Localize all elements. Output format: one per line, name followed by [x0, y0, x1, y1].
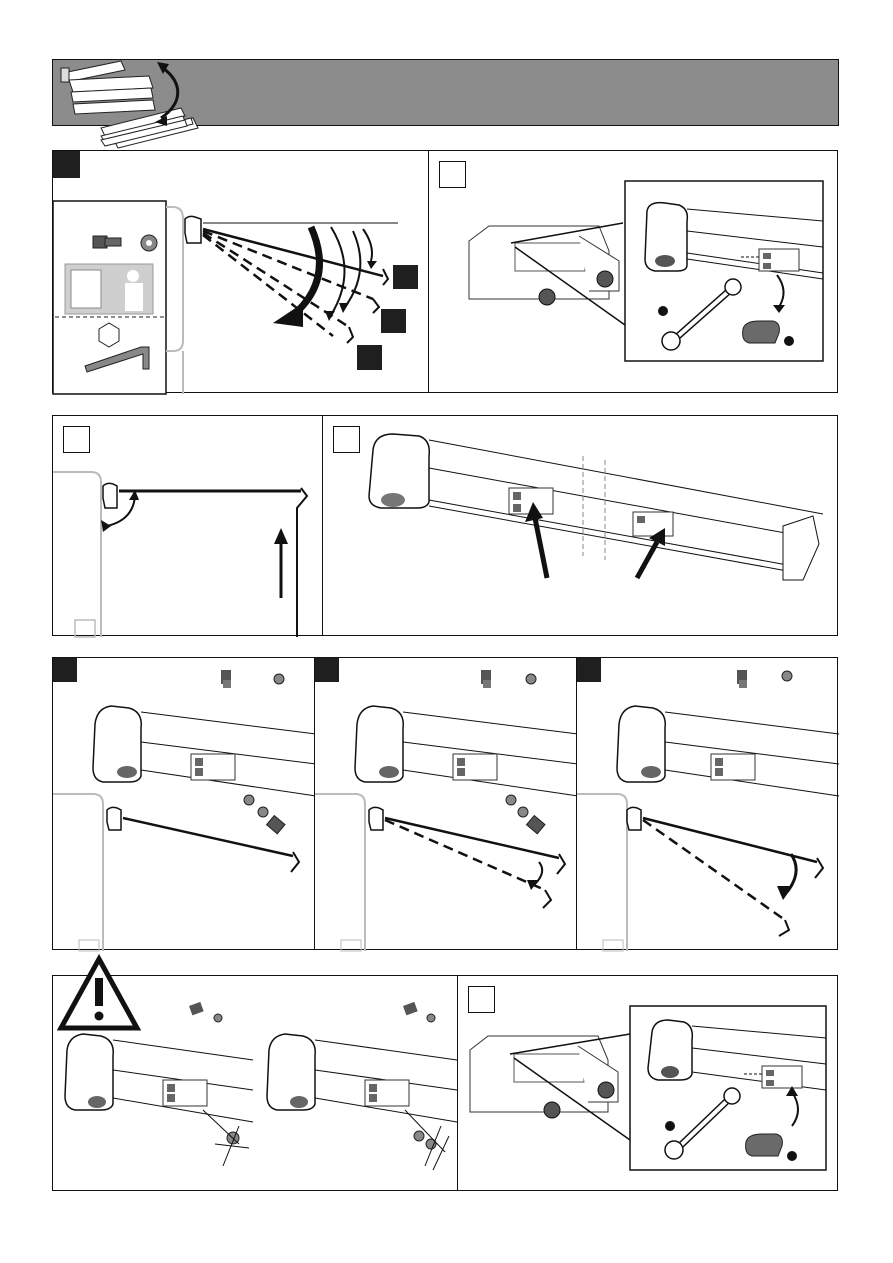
panel-1 — [52, 150, 429, 393]
header-bar — [52, 59, 839, 126]
panel-3 — [52, 415, 323, 636]
bolt-lowest-icon — [577, 658, 839, 951]
awning-tilt-icon — [53, 58, 193, 128]
bolt-lower-icon — [315, 658, 578, 951]
panel-5 — [52, 657, 315, 950]
panel-8 — [52, 975, 458, 1191]
panel-7 — [576, 657, 838, 950]
bolt-level-icon — [53, 658, 316, 951]
vehicle-awning-wrench-icon — [429, 151, 839, 394]
panel-2 — [428, 150, 838, 393]
panel-9 — [457, 975, 838, 1191]
bracket-push-icon — [323, 416, 839, 637]
lift-arm-icon — [53, 416, 324, 637]
panel-6 — [314, 657, 577, 950]
warning-triangle-icon — [53, 976, 459, 1192]
panel-4 — [322, 415, 838, 636]
tilt-angles-icon — [53, 151, 430, 394]
vehicle-cap-icon — [458, 976, 839, 1192]
